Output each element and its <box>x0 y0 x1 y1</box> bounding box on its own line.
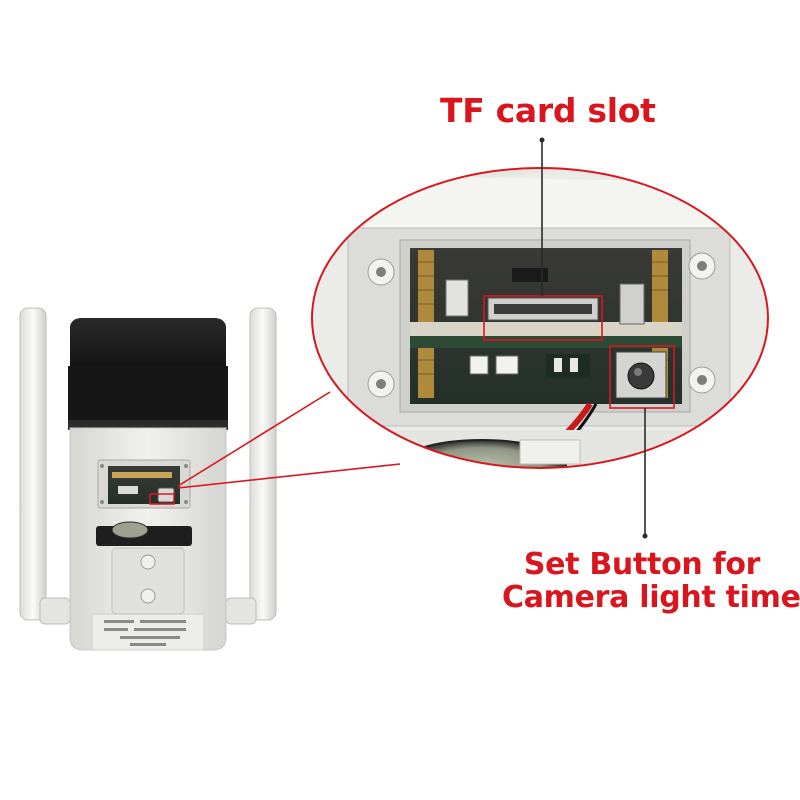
zoom-connector-lines <box>177 391 401 489</box>
set-button-pointer <box>642 408 648 539</box>
set-button-label-line2: Camera light time <box>502 580 800 615</box>
set-button-label: Set Button for Camera light time <box>502 547 800 615</box>
left-antenna <box>19 307 71 625</box>
right-antenna <box>225 307 277 625</box>
tf-card-pointer <box>539 137 545 296</box>
camera-body <box>68 318 228 651</box>
tf-card-slot-label: TF card slot <box>440 91 656 130</box>
set-button-label-line1: Set Button for <box>523 547 761 582</box>
magnified-inset <box>311 167 769 469</box>
